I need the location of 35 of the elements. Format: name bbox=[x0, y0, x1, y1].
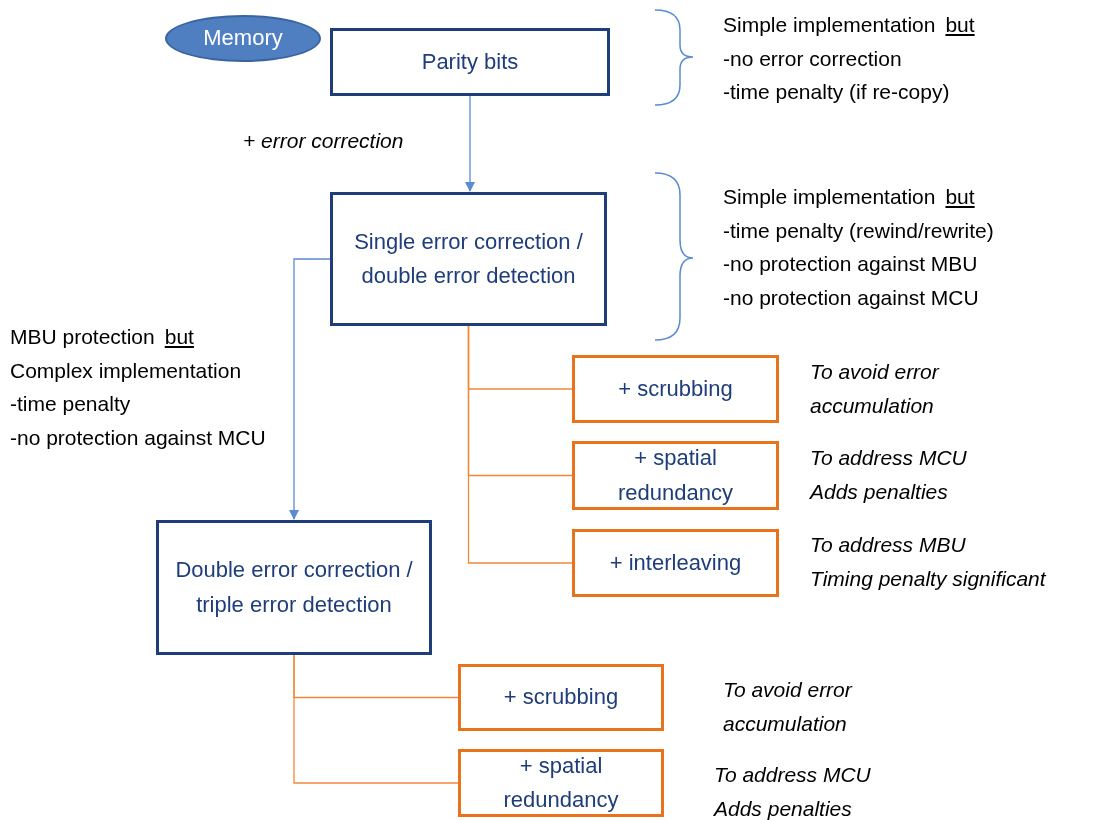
note-text: -no protection against MCU bbox=[723, 284, 980, 311]
note-text: but bbox=[164, 324, 194, 350]
note-text: Timing penalty significant bbox=[810, 565, 1048, 592]
process-box: + interleaving bbox=[572, 529, 779, 597]
note-text: Simple implementation bbox=[723, 12, 936, 38]
note-text: Complex implementation bbox=[10, 357, 243, 384]
note-text: Adds penalties bbox=[714, 795, 853, 820]
note-text: -time penalty (if re-copy) bbox=[723, 79, 951, 106]
note-text: To address MBU bbox=[810, 532, 967, 558]
note-text: -no error correction bbox=[723, 45, 903, 72]
note-text: Adds penalties bbox=[810, 478, 949, 505]
note-text: -time penalty bbox=[10, 391, 132, 418]
process-box: + spatial redundancy bbox=[458, 749, 664, 817]
process-box: + scrubbing bbox=[458, 664, 664, 731]
arrow bbox=[288, 258, 331, 521]
process-box: Parity bits bbox=[330, 28, 610, 96]
process-box: Double error correction / triple error detection bbox=[156, 520, 432, 655]
process-box: + scrubbing bbox=[572, 355, 779, 423]
process-box: Single error correction / double error detection bbox=[330, 192, 607, 326]
note-text: -no protection against MBU bbox=[723, 251, 979, 278]
note-text: -time penalty (rewind/rewrite) bbox=[723, 217, 995, 244]
note-text: To avoid error accumulation bbox=[723, 677, 854, 737]
connector-line bbox=[467, 325, 573, 564]
memory-ellipse: Memory bbox=[165, 15, 321, 62]
note-text: To avoid error accumulation bbox=[810, 359, 941, 419]
note-text: To address MCU bbox=[810, 445, 968, 471]
note-text: -no protection against MCU bbox=[10, 424, 267, 451]
connector-line bbox=[293, 654, 459, 784]
process-box: + spatial redundancy bbox=[572, 441, 779, 510]
arrow bbox=[464, 95, 476, 193]
note-text: but bbox=[945, 12, 975, 38]
note-text: To address MCU bbox=[714, 762, 872, 788]
note-text: but bbox=[945, 184, 975, 210]
note-text: MBU protection bbox=[10, 324, 155, 350]
note-text: Simple implementation bbox=[723, 184, 936, 210]
